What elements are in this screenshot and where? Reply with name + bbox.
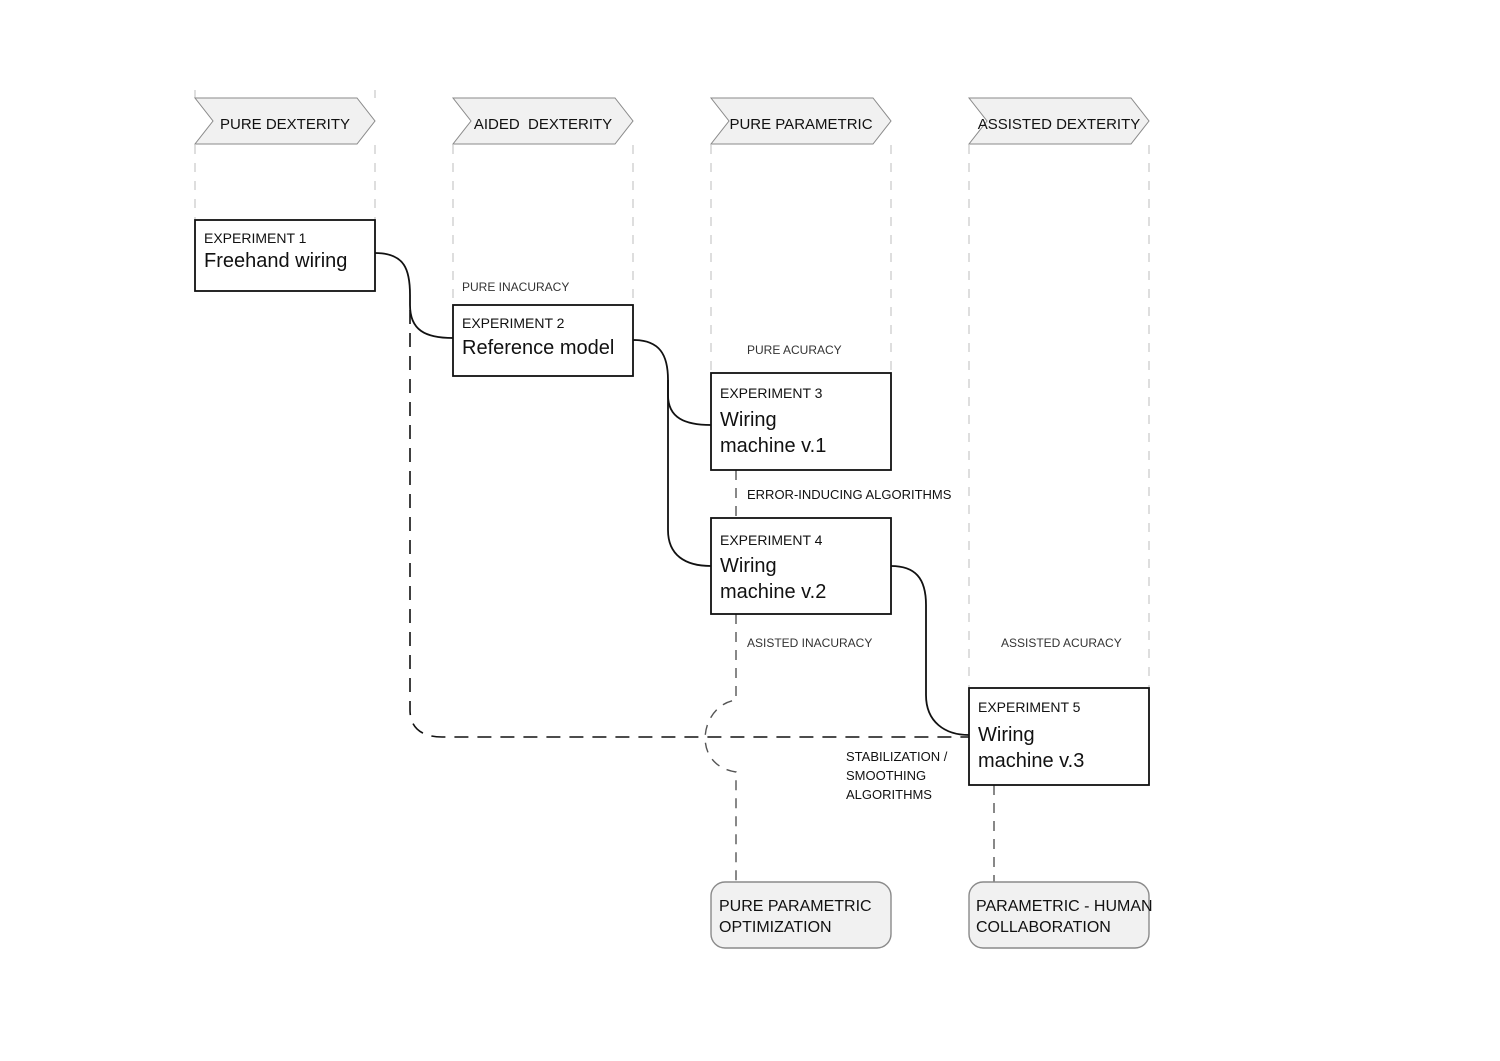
dashed-grey-connectors — [704, 470, 995, 882]
experiment-label: EXPERIMENT 3 — [720, 385, 823, 401]
column-header-label: PURE PARAMETRIC — [729, 116, 872, 133]
column-header-assisted-dexterity: ASSISTED DEXTERITY — [967, 97, 1150, 145]
annotation-stabilization-line-3: ALGORITHMS — [846, 787, 932, 802]
column-header-aided-dexterity: AIDED DEXTERITY — [451, 97, 634, 145]
outcome-line-2: OPTIMIZATION — [719, 919, 832, 936]
column-header-label: ASSISTED DEXTERITY — [978, 116, 1141, 133]
experiment-label: EXPERIMENT 1 — [204, 230, 307, 246]
outcome-line-1: PURE PARAMETRIC — [719, 898, 872, 915]
annotation-pure-inaccuracy: PURE INACURACY — [462, 280, 569, 294]
experiment-3-box: EXPERIMENT 3 Wiring machine v.1 — [710, 372, 892, 471]
experiment-title-line-2: machine v.2 — [720, 581, 826, 603]
experiment-label: EXPERIMENT 2 — [462, 315, 565, 331]
solid-connectors — [374, 252, 970, 736]
experiment-title-line-1: Wiring — [720, 409, 777, 431]
experiment-label: EXPERIMENT 4 — [720, 532, 823, 548]
outcome-pure-parametric-optimization: PURE PARAMETRIC OPTIMIZATION — [710, 881, 892, 949]
column-guides — [194, 90, 1150, 688]
experiment-title: Freehand wiring — [204, 250, 347, 272]
column-header-label: PURE DEXTERITY — [220, 116, 350, 133]
annotation-stabilization-line-1: STABILIZATION / — [846, 749, 948, 764]
experiment-1-box: EXPERIMENT 1 Freehand wiring — [194, 219, 376, 292]
annotation-assisted-inaccuracy: ASISTED INACURACY — [747, 636, 872, 650]
annotation-pure-accuracy: PURE ACURACY — [747, 343, 842, 357]
annotation-assisted-accuracy: ASSISTED ACURACY — [1001, 636, 1122, 650]
connector-exp4-outcome — [704, 614, 737, 882]
dashed-connectors — [409, 310, 969, 738]
connector-exp1-exp2 — [374, 252, 454, 339]
experiment-title: Reference model — [462, 337, 614, 359]
experiment-5-box: EXPERIMENT 5 Wiring machine v.3 — [968, 687, 1150, 786]
column-header-pure-parametric: PURE PARAMETRIC — [709, 97, 892, 145]
annotation-error-inducing: ERROR-INDUCING ALGORITHMS — [747, 487, 952, 502]
experiment-title-line-2: machine v.1 — [720, 435, 826, 457]
outcome-parametric-human-collaboration: PARAMETRIC - HUMAN COLLABORATION — [968, 881, 1153, 949]
connector-exp2-exp4 — [667, 380, 712, 567]
column-header-pure-dexterity: PURE DEXTERITY — [193, 97, 376, 145]
experiment-2-box: EXPERIMENT 2 Reference model — [452, 304, 634, 377]
outcome-line-1: PARAMETRIC - HUMAN — [976, 898, 1153, 915]
connector-exp1-feedback — [409, 310, 969, 738]
connector-exp4-exp5 — [890, 565, 970, 736]
experiment-title-line-1: Wiring — [720, 555, 777, 577]
experiment-title-line-1: Wiring — [978, 724, 1035, 746]
column-header-label: AIDED DEXTERITY — [474, 116, 612, 133]
connector-exp2-exp3 — [632, 339, 712, 426]
annotation-stabilization-line-2: SMOOTHING — [846, 768, 926, 783]
experiment-4-box: EXPERIMENT 4 Wiring machine v.2 — [710, 517, 892, 615]
outcome-line-2: COLLABORATION — [976, 919, 1111, 936]
experiment-title-line-2: machine v.3 — [978, 750, 1084, 772]
experiment-label: EXPERIMENT 5 — [978, 699, 1081, 715]
